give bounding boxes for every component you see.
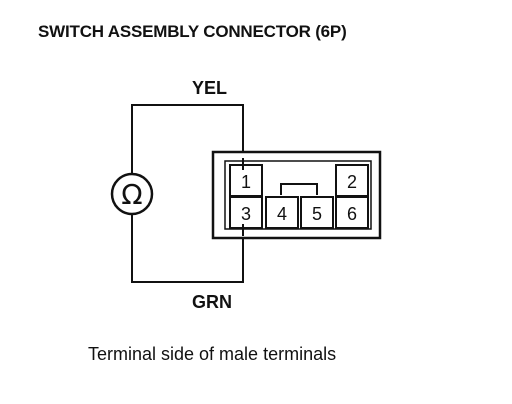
diagram-caption: Terminal side of male terminals	[88, 344, 337, 364]
terminal-4	[265, 196, 299, 229]
terminal-5	[300, 196, 334, 229]
connector-6p: 1 2 3 4 5 6	[211, 150, 382, 240]
pin-label-5: 5	[312, 204, 322, 224]
terminal-3	[229, 196, 263, 229]
terminal-1	[229, 164, 263, 197]
grn-lead-wire	[131, 213, 244, 283]
pin-label-6: 6	[347, 204, 357, 224]
ohmmeter-icon: Ω	[110, 172, 154, 216]
terminal-2	[335, 164, 369, 197]
connector-lock-tab	[280, 183, 318, 195]
yel-lead-wire	[131, 104, 244, 174]
pin-label-2: 2	[347, 172, 357, 192]
pin-label-4: 4	[277, 204, 287, 224]
pin-label-3: 3	[241, 204, 251, 224]
terminal-6	[335, 196, 369, 229]
wire-label-yel: YEL	[192, 78, 228, 98]
ohmmeter-body	[110, 172, 154, 216]
wire-label-grn: GRN	[192, 292, 232, 312]
ohm-symbol: Ω	[121, 178, 142, 211]
pin-label-1: 1	[241, 172, 251, 192]
diagram-title: SWITCH ASSEMBLY CONNECTOR (6P)	[38, 22, 347, 41]
test-lead-wires	[131, 104, 244, 283]
